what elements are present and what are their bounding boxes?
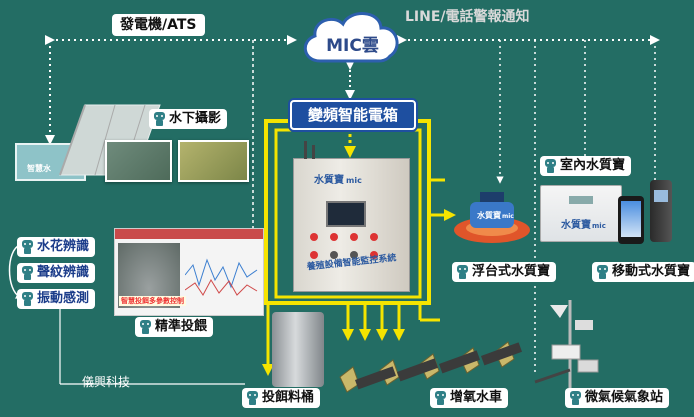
robot-icon bbox=[21, 292, 34, 306]
antenna-right bbox=[312, 145, 315, 159]
sound-label: 聲紋辨識 bbox=[17, 263, 96, 283]
splash-label: 水花辨識 bbox=[17, 237, 96, 257]
feed-bucket-label: 投餌料桶 bbox=[242, 388, 321, 408]
cabinet-screen bbox=[326, 201, 366, 227]
cabinet-buttons bbox=[310, 233, 378, 259]
company-name: 儀興科技 bbox=[82, 375, 131, 389]
controller-title: 變頻智能電箱 bbox=[290, 100, 416, 130]
robot-icon bbox=[434, 391, 447, 405]
robot-icon bbox=[246, 391, 259, 405]
feed-bucket bbox=[272, 312, 324, 387]
aerator-row bbox=[339, 341, 523, 393]
mobile-phone bbox=[618, 196, 644, 244]
cloud-label: MIC雲 bbox=[326, 36, 379, 56]
mobile-probe bbox=[650, 180, 672, 242]
generator-text: 發電機/ATS bbox=[120, 17, 197, 33]
underwater-label: 水下攝影 bbox=[149, 109, 228, 129]
mic-cloud: MIC雲 bbox=[295, 6, 405, 66]
antenna-left bbox=[304, 141, 307, 159]
dashboard-chart bbox=[185, 258, 258, 296]
dashboard-header bbox=[115, 229, 263, 239]
indoor-label: 室內水質寶 bbox=[540, 156, 632, 176]
underwater-photo-2 bbox=[178, 140, 249, 182]
indoor-device: 水質寶mic bbox=[540, 185, 622, 242]
vibration-label: 振動感測 bbox=[17, 289, 96, 309]
float-device: 水質寶mic bbox=[452, 190, 532, 245]
mobile-label: 移動式水質寶 bbox=[592, 262, 694, 282]
cloud-icon bbox=[304, 12, 399, 63]
robot-icon bbox=[544, 159, 557, 173]
float-label: 浮台式水質寶 bbox=[452, 262, 557, 282]
feeding-caption: 智慧投餌多參數控制 bbox=[119, 296, 186, 306]
controller-inner-frame bbox=[274, 128, 422, 299]
generator-label: 發電機/ATS bbox=[112, 14, 205, 36]
notify-label: LINE/電話警報通知 bbox=[405, 9, 530, 25]
robot-icon bbox=[596, 265, 609, 279]
feeding-dashboard: 智慧投餌多參數控制 bbox=[114, 228, 264, 316]
robot-icon bbox=[456, 265, 469, 279]
robot-icon bbox=[21, 266, 34, 280]
underwater-photo-1 bbox=[105, 140, 172, 182]
weather-label: 微氣候氣象站 bbox=[565, 388, 670, 408]
robot-icon bbox=[139, 320, 152, 334]
robot-icon bbox=[21, 240, 34, 254]
float-ring-icon bbox=[454, 192, 530, 243]
aerator-label: 增氧水車 bbox=[430, 388, 509, 408]
robot-icon bbox=[569, 391, 582, 405]
weather-station bbox=[534, 300, 599, 388]
feeding-label: 精準投餵 bbox=[135, 317, 214, 337]
robot-icon bbox=[153, 112, 166, 126]
